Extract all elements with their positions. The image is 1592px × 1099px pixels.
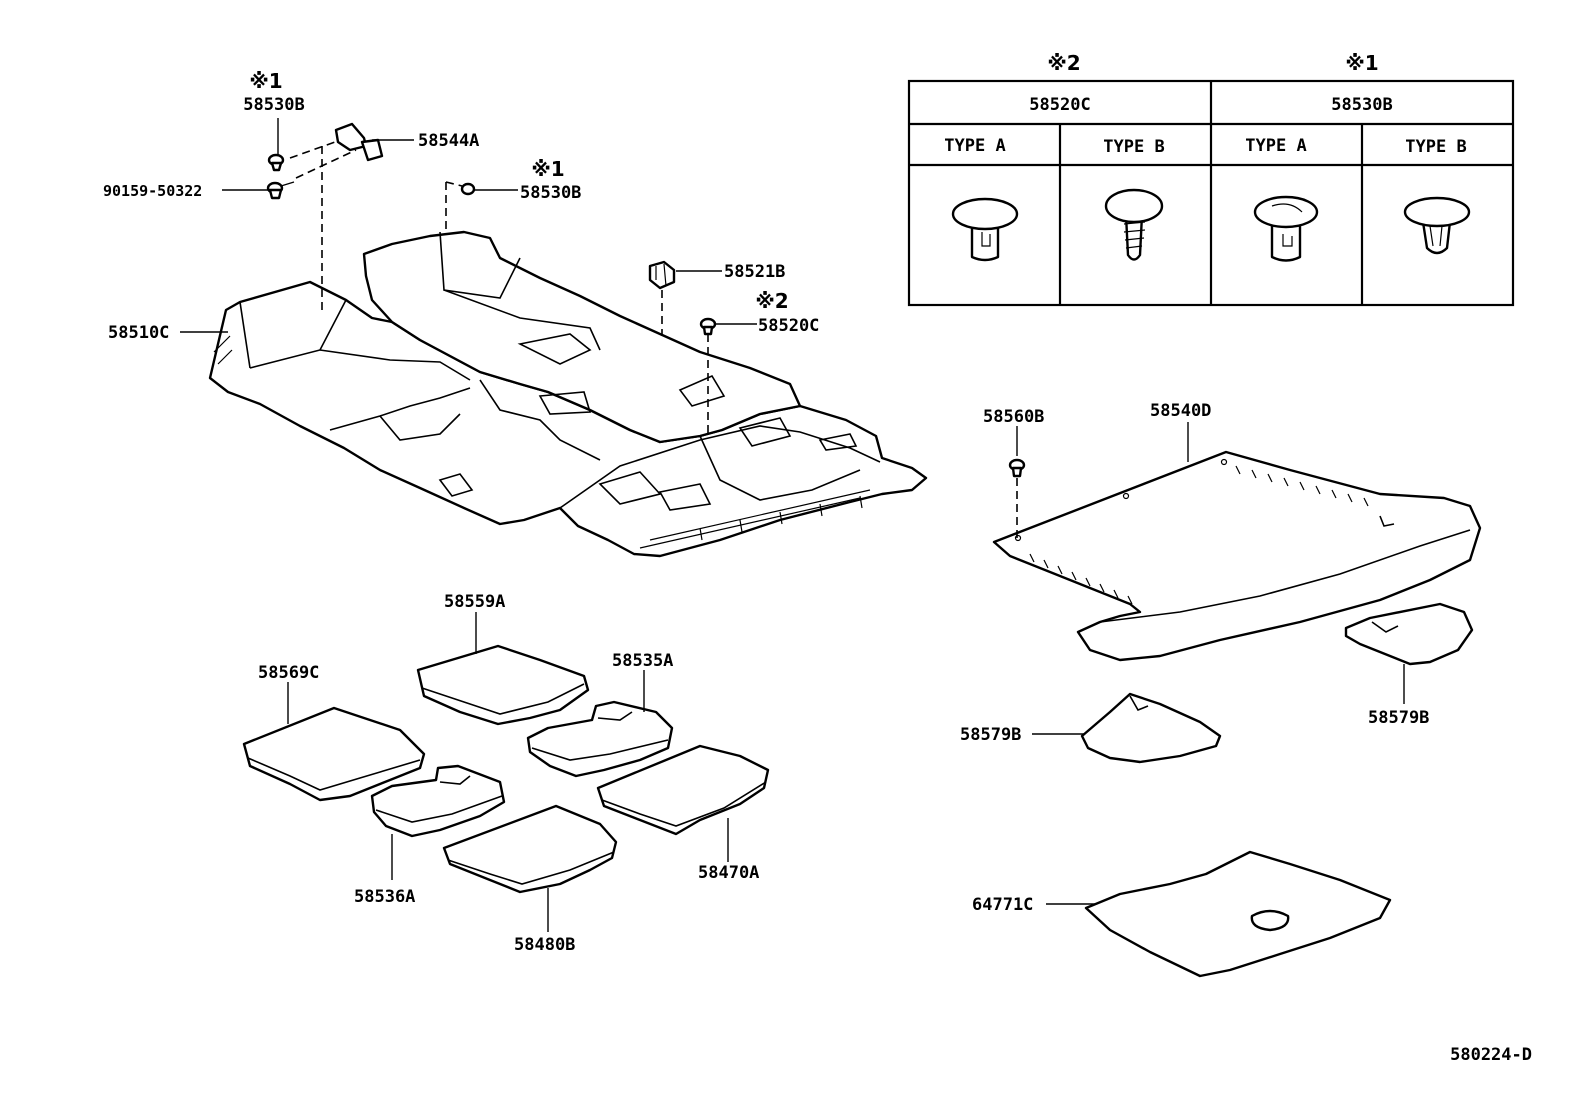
clip-58530b-type-b-icon — [1403, 196, 1471, 255]
label-58536a: 58536A — [354, 887, 415, 907]
clip-58520c-type-a-icon — [951, 197, 1019, 262]
pad-58579b-left — [1080, 692, 1222, 764]
table-type-a-1: TYPE A — [944, 136, 1005, 156]
label-58521b: 58521B — [724, 262, 785, 282]
label-58520c: 58520C — [758, 316, 819, 336]
clip-58530b-top-icon — [267, 153, 285, 172]
clip-58530b-mid-icon — [460, 182, 476, 196]
label-58559a: 58559A — [444, 592, 505, 612]
clip-58530b-type-a-icon — [1253, 195, 1319, 262]
label-64771c: 64771C — [972, 895, 1033, 915]
label-58540d: 58540D — [1150, 401, 1211, 421]
table-group-58530b: 58530B — [1331, 95, 1392, 115]
label-58530b-top: 58530B — [243, 95, 304, 115]
label-58530b-mid: 58530B — [520, 183, 581, 203]
label-58535a: 58535A — [612, 651, 673, 671]
table-type-b-2: TYPE B — [1405, 137, 1466, 157]
table-type-b-1: TYPE B — [1103, 137, 1164, 157]
bracket-58544a-icon — [334, 122, 384, 162]
clip-58520c-mid-icon — [699, 317, 717, 336]
mat-58480b — [442, 804, 618, 894]
label-58480b: 58480B — [514, 935, 575, 955]
label-58579b-right: 58579B — [1368, 708, 1429, 728]
figure-id: 580224-D — [1450, 1045, 1532, 1065]
mat-64771c — [1084, 850, 1392, 978]
table-mark-1: ※1 — [1345, 51, 1378, 75]
pad-58579b-right — [1344, 602, 1474, 666]
label-58560b: 58560B — [983, 407, 1044, 427]
mat-58569c — [242, 706, 426, 802]
luggage-mat-58540d — [992, 450, 1482, 662]
table-group-58520c: 58520C — [1029, 95, 1090, 115]
screw-90159-50322-icon — [266, 181, 295, 200]
mat-58559a — [416, 644, 590, 726]
clip-58520c-type-b-icon — [1104, 188, 1164, 261]
mat-58536a — [370, 764, 506, 838]
table-type-a-2: TYPE A — [1245, 136, 1306, 156]
mat-58535a — [526, 700, 674, 778]
clip-58560b-icon — [1008, 458, 1026, 478]
label-90159-50322: 90159-50322 — [103, 182, 202, 200]
mark-1-mid: ※1 — [531, 157, 564, 181]
mark-2-mid: ※2 — [755, 289, 788, 313]
mark-1-top: ※1 — [249, 69, 282, 93]
label-58579b-left: 58579B — [960, 725, 1021, 745]
label-58510c: 58510C — [108, 323, 169, 343]
clip-reference-table: ※2 ※1 58520C 58530B TYPE A TYPE B TYPE A… — [907, 51, 1515, 307]
table-mark-2: ※2 — [1047, 51, 1080, 75]
label-58470a: 58470A — [698, 863, 759, 883]
label-58569c: 58569C — [258, 663, 319, 683]
floor-carpet-58510c — [208, 230, 928, 558]
leader-lines-main — [180, 118, 757, 333]
mat-58470a — [596, 744, 770, 836]
retainer-58521b-icon — [648, 260, 676, 290]
label-58544a: 58544A — [418, 131, 479, 151]
